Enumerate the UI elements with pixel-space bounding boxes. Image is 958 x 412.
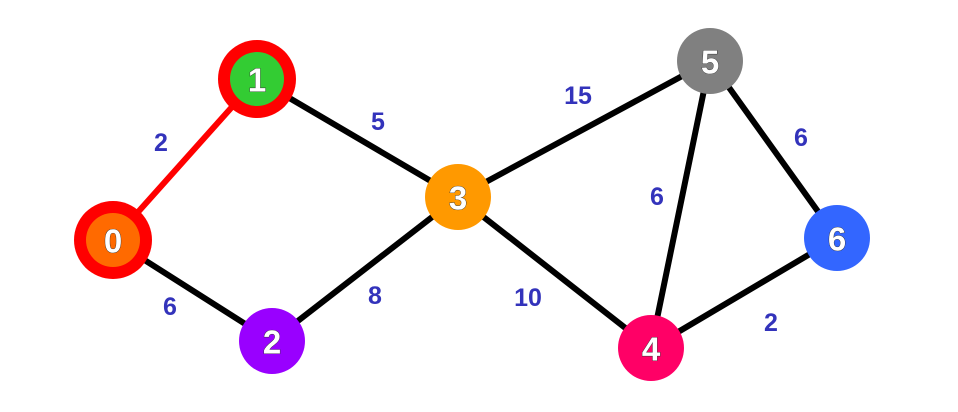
node-0-label: 0	[104, 223, 122, 260]
edge-weight-5-4: 6	[650, 183, 664, 211]
node-0[interactable]: 0	[74, 201, 152, 279]
node-5-circle	[677, 28, 743, 94]
node-4-circle	[618, 315, 684, 381]
edge-2-3	[269, 194, 461, 344]
node-5[interactable]: 5	[677, 28, 743, 94]
node-2-circle	[239, 308, 305, 374]
weights-layer: 2 6 5 8 15 10 6 6 2	[154, 82, 808, 337]
node-1-label: 1	[248, 62, 266, 99]
node-4[interactable]: 4	[618, 315, 684, 381]
edge-weight-5-6: 6	[794, 124, 808, 152]
edge-weight-3-4: 10	[514, 284, 542, 312]
edge-3-4	[455, 194, 654, 351]
edge-5-6	[707, 58, 840, 241]
edge-weight-4-6: 2	[764, 309, 778, 337]
node-6-circle	[804, 205, 870, 271]
node-3[interactable]: 3	[425, 164, 491, 230]
node-0-circle	[86, 213, 140, 267]
node-6[interactable]: 6	[804, 205, 870, 271]
node-3-circle	[425, 164, 491, 230]
node-2[interactable]: 2	[239, 308, 305, 374]
node-2-label: 2	[263, 324, 281, 361]
edge-weight-1-3: 5	[371, 108, 385, 136]
edge-4-6	[648, 235, 840, 351]
edge-weight-0-2: 6	[163, 293, 177, 321]
edge-weight-2-3: 8	[368, 282, 382, 310]
edge-3-5	[455, 58, 713, 200]
edge-weight-0-1: 2	[154, 129, 168, 157]
nodes-layer: 0 1 2 3 4 5 6	[74, 28, 870, 381]
edge-weight-3-5: 15	[564, 82, 592, 110]
node-1-circle	[230, 52, 284, 106]
edge-5-4	[648, 58, 713, 351]
node-4-label: 4	[642, 331, 661, 368]
node-1[interactable]: 1	[218, 40, 296, 118]
node-6-label: 6	[828, 221, 846, 258]
node-3-label: 3	[449, 180, 467, 217]
node-5-label: 5	[701, 44, 719, 81]
